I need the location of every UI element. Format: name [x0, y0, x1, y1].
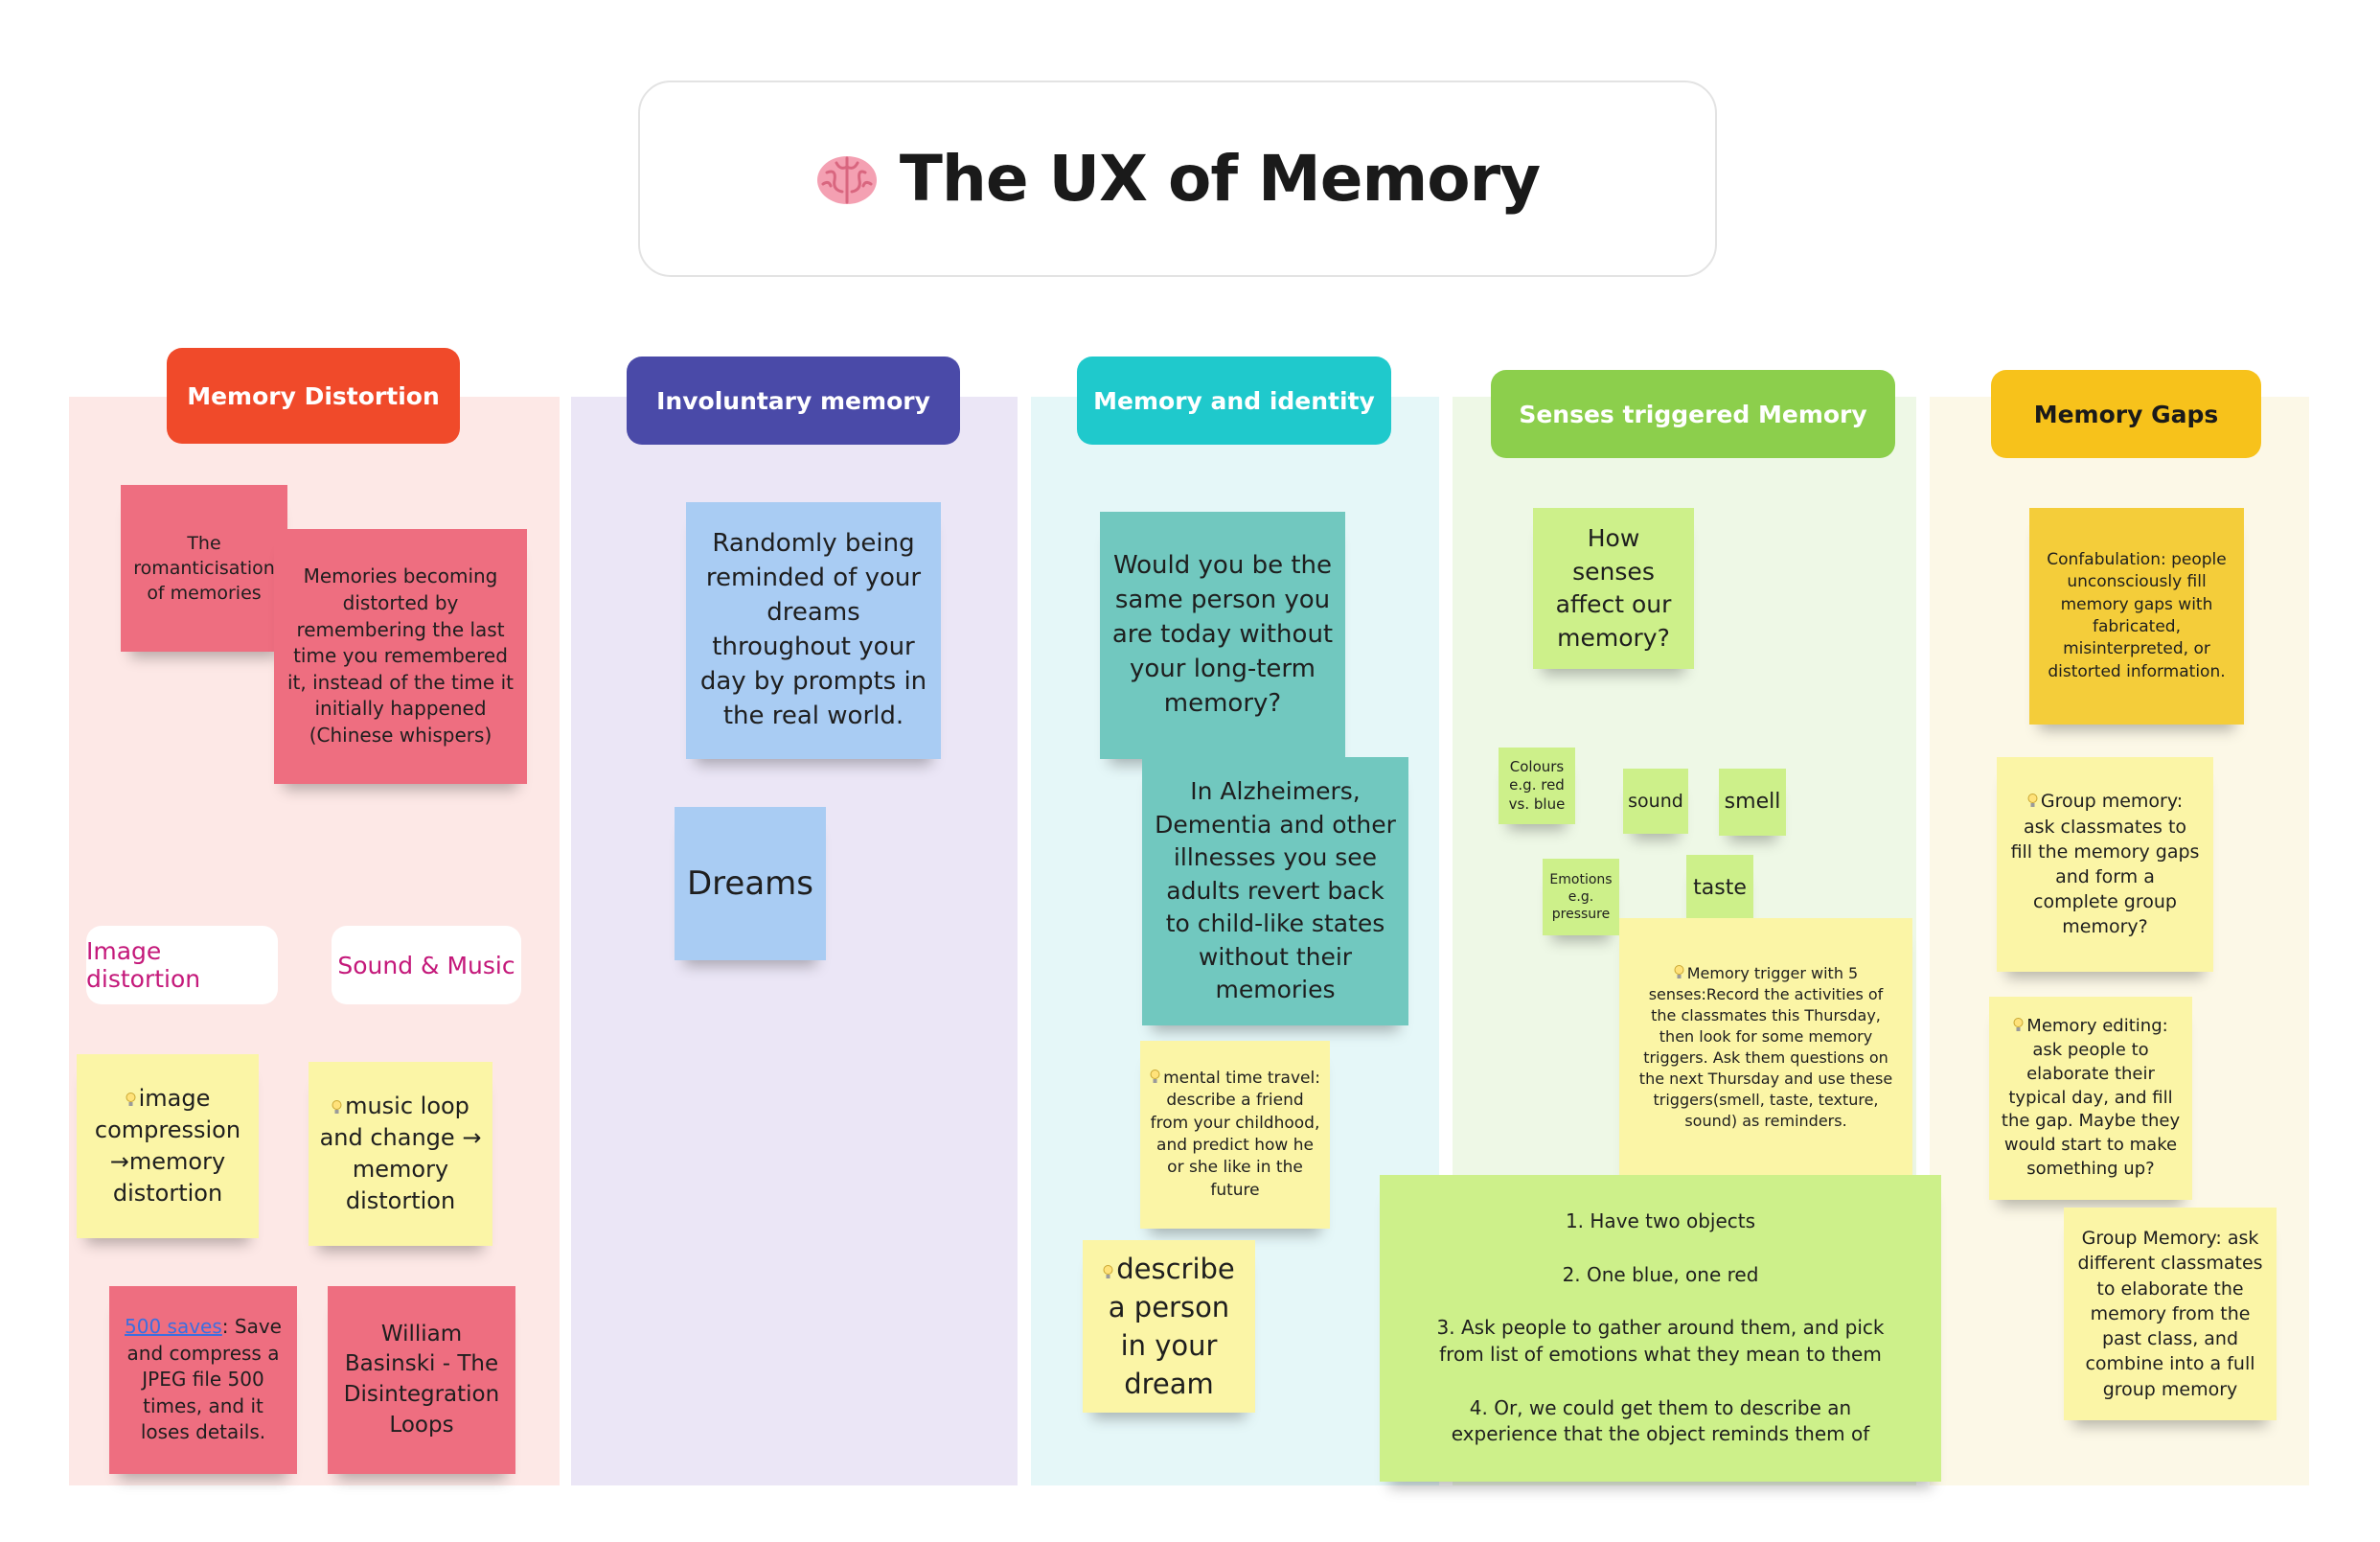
- sticky-basinski[interactable]: William Basinski - The Disintegration Lo…: [328, 1286, 515, 1474]
- sticky-describe-dream[interactable]: describe a person in your dream: [1083, 1240, 1255, 1413]
- sticky-colours[interactable]: Colours e.g. red vs. blue: [1499, 748, 1575, 824]
- sticky-emotions[interactable]: Emotions e.g. pressure: [1543, 859, 1619, 935]
- header-senses-memory[interactable]: Senses triggered Memory: [1491, 370, 1895, 458]
- sticky-dreams[interactable]: Dreams: [675, 807, 826, 960]
- label-image-distortion[interactable]: Image distortion: [86, 926, 278, 1004]
- sticky-text: taste: [1693, 875, 1747, 900]
- lightbulb-icon: [1103, 1264, 1113, 1278]
- lightbulb-icon: [1150, 1069, 1160, 1083]
- sticky-romanticisation[interactable]: The romanticisation of memories: [121, 485, 287, 652]
- sticky-text: Memory editing: ask people to elaborate …: [2001, 1016, 2181, 1180]
- sticky-text: The romanticisation of memories: [133, 532, 275, 605]
- sticky-text: smell: [1724, 789, 1781, 814]
- sticky-text: Randomly being reminded of your dreams t…: [699, 529, 927, 730]
- header-involuntary-memory[interactable]: Involuntary memory: [627, 357, 960, 445]
- lightbulb-icon: [1674, 964, 1684, 978]
- sticky-image-compression[interactable]: image compression →memory distortion: [77, 1054, 259, 1238]
- sticky-randomly-reminded[interactable]: Randomly being reminded of your dreams t…: [686, 502, 941, 759]
- sticky-memories-distorted[interactable]: Memories becoming distorted by rememberi…: [274, 529, 527, 784]
- header-memory-distortion[interactable]: Memory Distortion: [167, 348, 460, 444]
- sticky-text: sound: [1628, 790, 1683, 812]
- sticky-500-saves[interactable]: 500 saves: Save and compress a JPEG file…: [109, 1286, 297, 1474]
- step-3: 3. Ask people to gather around them, and…: [1436, 1316, 1885, 1366]
- sticky-text: How senses affect our memory?: [1555, 524, 1672, 652]
- sticky-content: mental time travel: describe a friend fr…: [1150, 1068, 1320, 1203]
- sticky-music-loop[interactable]: music loop and change → memory distortio…: [309, 1062, 492, 1246]
- sticky-text: William Basinski - The Disintegration Lo…: [343, 1321, 500, 1438]
- sticky-text: Memories becoming distorted by rememberi…: [287, 564, 514, 747]
- sticky-text: In Alzheimers, Dementia and other illnes…: [1155, 777, 1396, 1004]
- sticky-text: Dreams: [687, 863, 813, 903]
- sticky-text: Emotions e.g. pressure: [1549, 871, 1613, 923]
- sticky-alzheimers[interactable]: In Alzheimers, Dementia and other illnes…: [1142, 757, 1408, 1025]
- sticky-taste[interactable]: taste: [1686, 855, 1753, 922]
- lightbulb-icon: [126, 1092, 136, 1106]
- lightbulb-icon: [332, 1099, 342, 1114]
- sticky-text: Would you be the same person you are tod…: [1111, 551, 1334, 718]
- 500-saves-link[interactable]: 500 saves: [125, 1315, 222, 1339]
- sticky-text: Memory trigger with 5 senses:Record the …: [1638, 963, 1893, 1131]
- sticky-text: Group memory: ask classmates to fill the…: [2010, 791, 2200, 938]
- sticky-group-memory-2[interactable]: Group Memory: ask different classmates t…: [2064, 1208, 2277, 1420]
- step-4: 4. Or, we could get them to describe an …: [1451, 1395, 1870, 1446]
- lightbulb-icon: [2013, 1018, 2024, 1032]
- board-title[interactable]: The UX of Memory: [638, 81, 1717, 277]
- sticky-memory-trigger[interactable]: Memory trigger with 5 senses:Record the …: [1619, 918, 1912, 1177]
- sticky-text: music loop and change → memory distortio…: [319, 1092, 482, 1215]
- sticky-memory-editing[interactable]: Memory editing: ask people to elaborate …: [1989, 997, 2192, 1200]
- sticky-content: describe a person in your dream: [1092, 1250, 1246, 1403]
- sticky-same-person[interactable]: Would you be the same person you are tod…: [1100, 512, 1345, 759]
- sticky-mental-time-travel[interactable]: mental time travel: describe a friend fr…: [1140, 1041, 1330, 1229]
- sticky-content: Memory trigger with 5 senses:Record the …: [1635, 963, 1897, 1133]
- header-memory-identity[interactable]: Memory and identity: [1077, 357, 1391, 445]
- step-1: 1. Have two objects: [1565, 1209, 1756, 1233]
- sticky-content: music loop and change → memory distortio…: [318, 1091, 483, 1217]
- sticky-content: image compression →memory distortion: [86, 1083, 249, 1209]
- step-2: 2. One blue, one red: [1562, 1262, 1759, 1286]
- sticky-text: Confabulation: people unconsciously fill…: [2047, 549, 2227, 681]
- sticky-content: Memory editing: ask people to elaborate …: [2001, 1015, 2181, 1182]
- sticky-text: Group Memory: ask different classmates t…: [2077, 1228, 2263, 1400]
- sticky-content: Group memory: ask classmates to fill the…: [2010, 789, 2200, 939]
- header-memory-gaps[interactable]: Memory Gaps: [1991, 370, 2261, 458]
- sticky-experiment-steps[interactable]: 1. Have two objects 2. One blue, one red…: [1380, 1175, 1941, 1482]
- sticky-how-senses[interactable]: How senses affect our memory?: [1533, 508, 1694, 669]
- sticky-text: image compression →memory distortion: [94, 1084, 241, 1208]
- sticky-sound[interactable]: sound: [1623, 769, 1688, 834]
- sticky-text: : Save and compress a JPEG file 500 time…: [126, 1315, 282, 1444]
- sticky-group-memory[interactable]: Group memory: ask classmates to fill the…: [1997, 757, 2213, 972]
- label-sound-music[interactable]: Sound & Music: [332, 926, 521, 1004]
- brain-icon: [816, 155, 877, 204]
- lightbulb-icon: [2027, 794, 2038, 808]
- sticky-text: mental time travel: describe a friend fr…: [1150, 1068, 1320, 1200]
- sticky-smell[interactable]: smell: [1719, 769, 1786, 836]
- sticky-confabulation[interactable]: Confabulation: people unconsciously fill…: [2029, 508, 2244, 725]
- sticky-content: 500 saves: Save and compress a JPEG file…: [119, 1314, 287, 1446]
- sticky-text: describe a person in your dream: [1108, 1252, 1235, 1401]
- sticky-text: Colours e.g. red vs. blue: [1508, 757, 1566, 813]
- board-title-text: The UX of Memory: [899, 142, 1541, 216]
